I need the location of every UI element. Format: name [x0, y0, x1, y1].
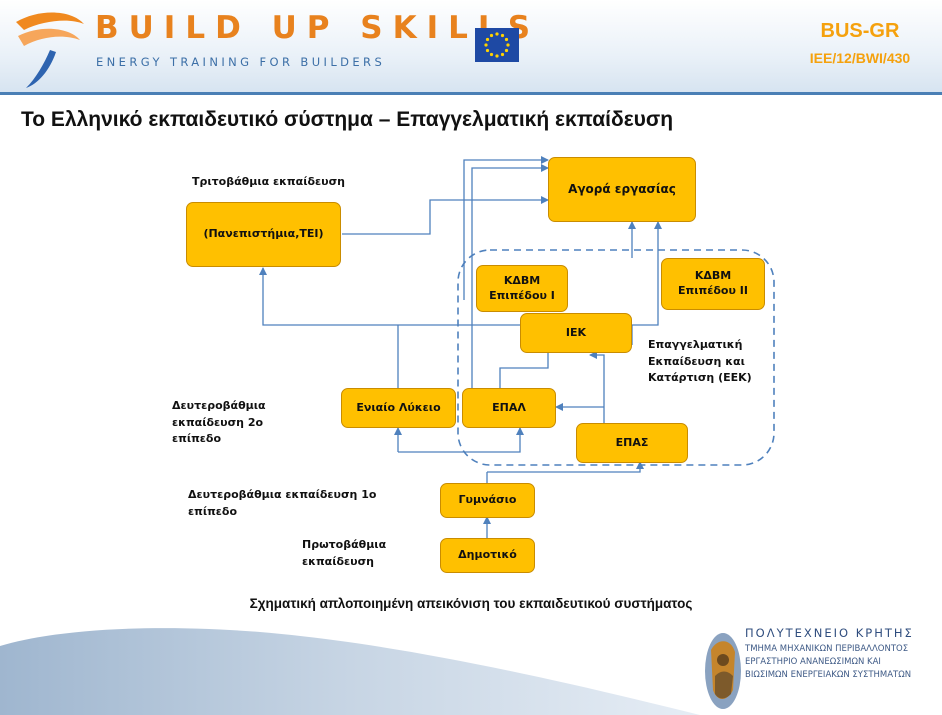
label-eek: Επαγγελματική Εκπαίδευση και Κατάρτιση (… — [648, 337, 752, 387]
eu-flag-icon — [475, 28, 519, 62]
node-kdvm-level-1-line1: ΚΔΒΜ — [503, 273, 541, 287]
build-up-skills-logo — [16, 12, 84, 88]
diagram-caption: Σχηματική απλοποιημένη απεικόνιση του εκ… — [249, 596, 693, 611]
label-secondary-1-line2: επίπεδο — [188, 504, 238, 518]
label-secondary-2-line3: επίπεδο — [172, 432, 222, 445]
node-epal: ΕΠΑΛ — [462, 388, 556, 428]
label-tertiary: Τριτοβάθμια εκπαίδευση — [192, 175, 345, 188]
label-secondary-2-line2: εκπαίδευση 2ο — [172, 415, 264, 429]
node-kdvm-level-2-line2: Επιπέδου ΙΙ — [678, 284, 748, 297]
label-secondary-2: Δευτεροβάθμια εκπαίδευση 2ο επίπεδο — [172, 398, 266, 448]
node-epas: ΕΠΑΣ — [576, 423, 688, 463]
node-kdvm-level-2-line1: ΚΔΒΜ — [694, 269, 732, 283]
brand-tagline: ENERGY TRAINING FOR BUILDERS — [96, 55, 386, 69]
footer-lab-line2: ΒΙΩΣΙΜΩΝ ΕΝΕΡΓΕΙΑΚΩΝ ΣΥΣΤΗΜΑΤΩΝ — [745, 670, 912, 680]
node-gymnasium: Γυμνάσιο — [440, 483, 535, 518]
eek-region-outline — [457, 249, 775, 466]
label-primary: Πρωτοβάθμια εκπαίδευση — [302, 537, 386, 570]
label-secondary-1: Δευτεροβάθμια εκπαίδευση 1ο επίπεδο — [188, 487, 376, 520]
footer-swoosh — [0, 628, 700, 715]
node-labour-market: Αγορά εργασίας — [548, 157, 696, 222]
label-secondary-1-line1: Δευτεροβάθμια εκπαίδευση 1ο — [188, 488, 377, 501]
node-primary-school: Δημοτικό — [440, 538, 535, 573]
node-kdvm-level-2: ΚΔΒΜ Επιπέδου ΙΙ — [661, 258, 765, 310]
label-eek-line2: Εκπαίδευση και — [648, 354, 745, 368]
brand-name: BUILD UP SKILLS — [95, 10, 541, 46]
label-eek-line3: Κατάρτιση (ΕΕΚ) — [648, 371, 752, 384]
footer-lab-line1: ΕΡΓΑΣΤΗΡΙΟ ΑΝΑΝΕΩΣΙΜΩΝ ΚΑΙ — [745, 657, 881, 667]
node-kdvm-level-1-line2: Επιπέδου Ι — [489, 288, 555, 302]
label-primary-line1: Πρωτοβάθμια — [302, 538, 387, 551]
footer-department: ΤΜΗΜΑ ΜΗΧΑΝΙΚΩΝ ΠΕΡΙΒΑΛΛΟΝΤΟΣ — [745, 644, 909, 654]
node-iek: ΙΕΚ — [520, 313, 632, 353]
project-code: BUS-GR — [820, 20, 900, 42]
page-title: Το Ελληνικό εκπαιδευτικό σύστημα – Επαγγ… — [21, 108, 674, 131]
node-kdvm-level-1: ΚΔΒΜ Επιπέδου Ι — [476, 265, 568, 312]
label-secondary-2-line1: Δευτεροβάθμια — [172, 399, 266, 412]
footer-university-name: ΠΟΛΥΤΕΧΝΕΙΟ ΚΡΗΤΗΣ — [745, 626, 914, 640]
university-logo-icon — [705, 633, 741, 709]
label-primary-line2: εκπαίδευση — [302, 554, 374, 568]
node-university: (Πανεπιστήμια,ΤΕΙ) — [186, 202, 341, 267]
project-number: IEE/12/BWI/430 — [809, 50, 911, 66]
header-banner: BUILD UP SKILLS ENERGY TRAINING FOR BUIL… — [0, 0, 942, 95]
node-general-lyceum: Ενιαίο Λύκειο — [341, 388, 456, 428]
label-eek-line1: Επαγγελματική — [648, 338, 743, 351]
